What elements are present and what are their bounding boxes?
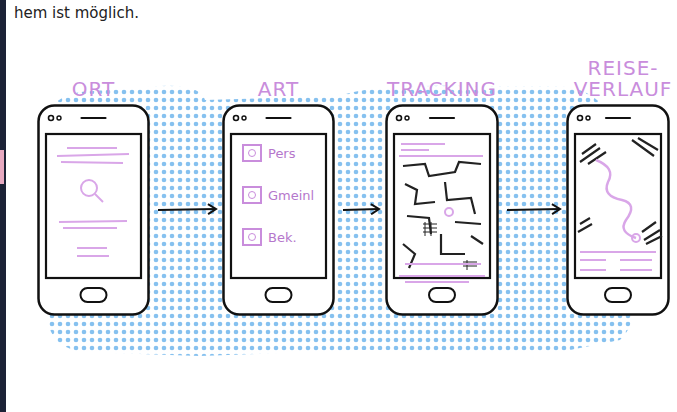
phone-screen: ARTPersGmeinlBek. <box>222 104 335 316</box>
option-icon <box>242 144 262 162</box>
flow-arrow <box>507 209 560 210</box>
flow-arrow <box>343 209 379 210</box>
phone-screen: REISE- VERLAUF <box>566 104 670 316</box>
option-row: Bek. <box>242 228 297 246</box>
phone-screen: ORT <box>37 104 150 316</box>
screen-heading: TRACKING <box>375 79 509 100</box>
option-label: Gmeinl <box>268 188 314 203</box>
screen-heading: REISE- VERLAUF <box>570 58 676 100</box>
flow-arrow <box>158 209 216 210</box>
text-fragment: hem ist möglich. <box>14 4 139 22</box>
option-row: Gmeinl <box>242 186 314 204</box>
left-mark <box>0 150 4 184</box>
phone-outline <box>37 104 150 316</box>
option-icon <box>242 228 262 246</box>
option-label: Pers <box>268 146 296 161</box>
phone-screen: TRACKING <box>385 104 499 316</box>
option-icon <box>242 186 262 204</box>
left-bar <box>0 0 6 412</box>
option-row: Pers <box>242 144 296 162</box>
phone-outline <box>566 104 670 316</box>
screen-heading: ORT <box>27 79 160 100</box>
screen-heading: ART <box>212 79 345 100</box>
option-label: Bek. <box>268 230 297 245</box>
phone-outline <box>385 104 499 316</box>
phone-outline <box>222 104 335 316</box>
